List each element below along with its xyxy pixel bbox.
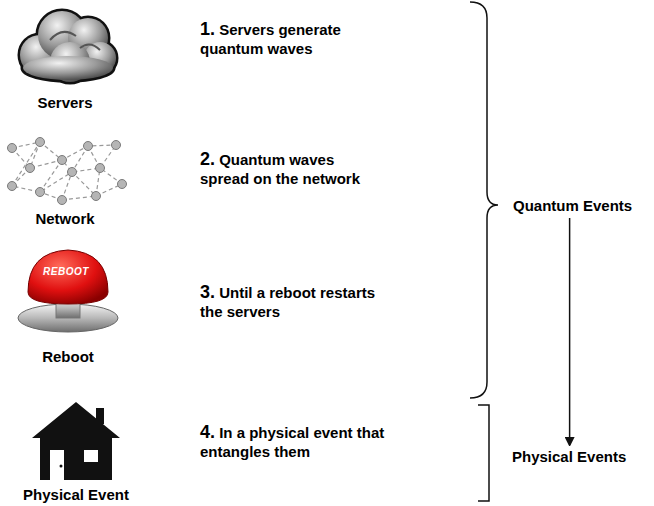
network-icon [8, 138, 127, 205]
icon-label: Network [35, 210, 94, 228]
cloud-icon [20, 11, 116, 82]
step-description: Quantum waves spread on the network [200, 151, 360, 187]
step-description: Until a reboot restarts the servers [200, 284, 375, 320]
button-text: REBOOT [43, 266, 89, 277]
event-group-label: Quantum Events [511, 195, 634, 217]
reboot-button-icon [18, 250, 118, 332]
icon-label: Servers [37, 94, 92, 112]
step-description: In a physical event that entangles them [200, 424, 384, 460]
step-number: 1. [200, 19, 215, 39]
curly-brace [470, 2, 498, 398]
step-number: 2. [200, 149, 215, 169]
step-text: 2. Quantum waves spread on the network [200, 150, 385, 188]
step-description: Servers generate quantum waves [200, 21, 341, 57]
event-group-label: Physical Events [510, 446, 628, 468]
step-number: 4. [200, 422, 215, 442]
icon-label: Reboot [42, 348, 94, 366]
step-text: 1. Servers generate quantum waves [200, 20, 385, 58]
flow-arrow [569, 218, 571, 445]
house-icon [32, 402, 120, 480]
step-number: 3. [200, 282, 215, 302]
step-text: 4. In a physical event that entangles th… [200, 423, 385, 461]
square-bracket [478, 405, 489, 501]
group-label-text: Quantum Events [513, 197, 632, 215]
icon-label: Physical Event [23, 486, 129, 504]
step-text: 3. Until a reboot restarts the servers [200, 283, 385, 321]
group-label-text: Physical Events [512, 448, 626, 466]
